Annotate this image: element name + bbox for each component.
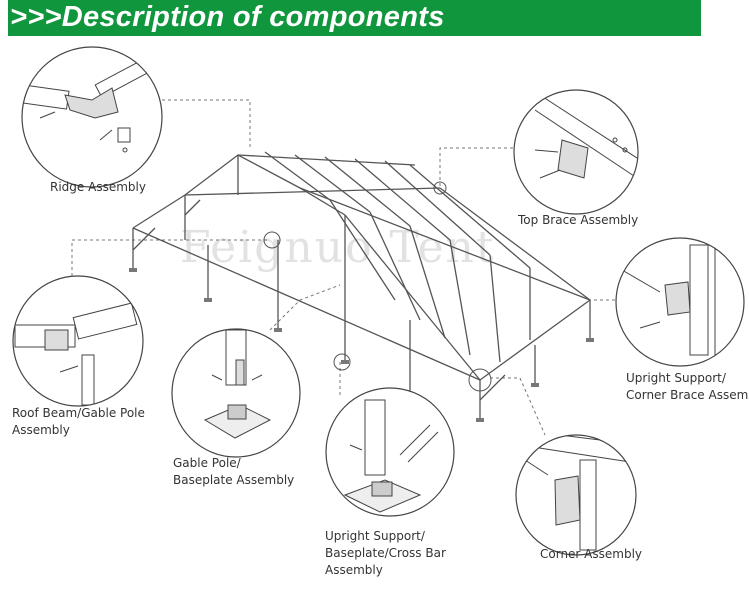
top-brace-detail <box>534 94 638 181</box>
roof-beam-detail <box>14 302 138 406</box>
label-gable-pole-baseplate-assembly: Gable Pole/ Baseplate Assembly <box>173 456 295 487</box>
callout-circle-roof-beam <box>12 275 144 407</box>
ridge-detail <box>22 56 156 153</box>
gable-detail <box>203 329 272 439</box>
callout-circles <box>12 46 745 556</box>
leader-roof-beam <box>71 239 270 276</box>
label-top-brace-assembly: Top Brace Assembly <box>518 213 639 227</box>
ridge-front <box>299 187 591 301</box>
section-header: >>>Description of components <box>8 0 701 36</box>
section-title: >>>Description of components <box>10 1 445 33</box>
label-corner-assembly: Corner Assembly <box>540 547 643 561</box>
leader-lines <box>71 99 615 436</box>
callout-circle-upright-baseplate <box>325 387 455 517</box>
watermark-text: Feignuo Tent <box>180 222 496 273</box>
callout-circle-gable <box>171 328 301 458</box>
leader-ridge <box>162 99 251 150</box>
leader-corner <box>490 377 546 436</box>
label-ridge-assembly: Ridge Assembly <box>50 180 146 194</box>
upright-baseplate-detail <box>343 399 439 513</box>
ridge-line <box>237 154 416 166</box>
upright-corner-detail <box>621 244 716 360</box>
label-upright-support-corner-brace-assembly: Upright Support/ Corner Brace Assembly <box>626 371 749 402</box>
label-roof-beam-gable-pole-assembly: Roof Beam/Gable Pole Assembly <box>12 406 145 437</box>
leader-gable <box>269 284 341 331</box>
leader-top-brace <box>439 147 513 188</box>
marker-circles <box>263 181 492 392</box>
tent-frame <box>132 151 591 420</box>
label-upright-support-baseplate-cross-bar-assembly: Upright Support/ Baseplate/Cross Bar Ass… <box>325 529 446 577</box>
